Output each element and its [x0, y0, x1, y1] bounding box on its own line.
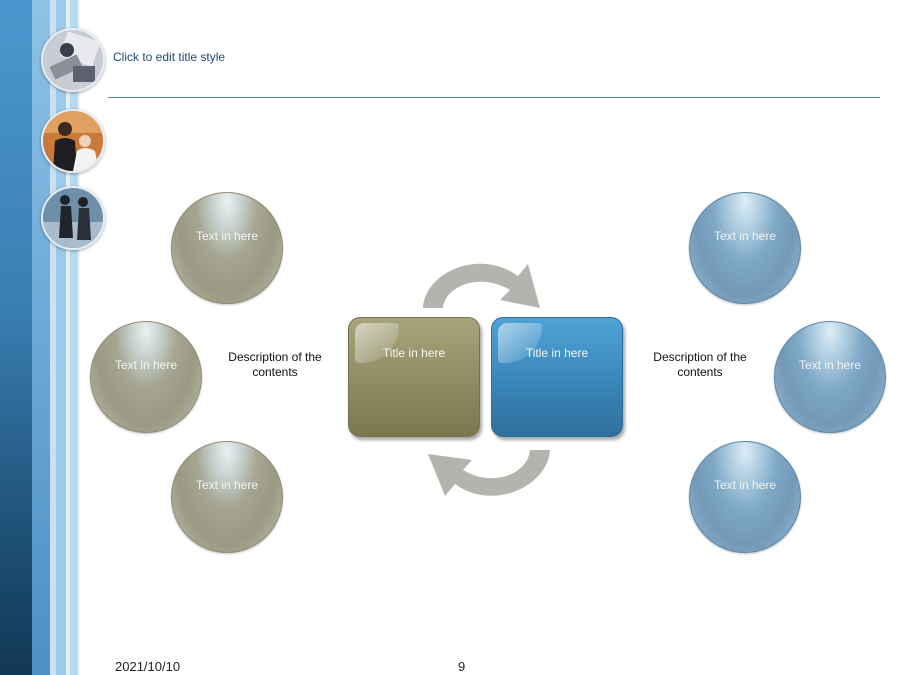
right-sphere-bottom[interactable]: Text in here	[689, 441, 801, 553]
sidebar-stripe	[0, 0, 32, 675]
left-sphere-top[interactable]: Text in here	[171, 192, 283, 304]
box-title: Title in here	[525, 346, 589, 360]
footer-date: 2021/10/10	[115, 659, 181, 674]
sphere-label: Text in here	[713, 478, 777, 492]
cycle-arrow-bottom	[428, 450, 550, 496]
cycle-arrow-top	[423, 263, 540, 308]
photo-thumbnail-1	[41, 28, 105, 92]
right-sphere-top[interactable]: Text in here	[689, 192, 801, 304]
title-underline	[108, 97, 880, 98]
sphere-label: Text in here	[195, 478, 259, 492]
right-description[interactable]: Description of the contents	[653, 350, 747, 379]
right-title-box[interactable]: Title in here	[491, 317, 623, 437]
sphere-label: Text in here	[798, 358, 862, 372]
left-sphere-bottom[interactable]: Text in here	[171, 441, 283, 553]
sphere-label: Text in here	[713, 229, 777, 243]
sidebar-stripe	[56, 0, 66, 675]
cycle-arrows-icon	[423, 263, 550, 496]
sidebar-decoration	[0, 0, 80, 675]
sidebar-stripe	[50, 0, 56, 675]
photo-thumbnail-3	[41, 186, 105, 250]
right-sphere-middle[interactable]: Text in here	[774, 321, 886, 433]
sidebar-stripe	[32, 0, 50, 675]
left-description[interactable]: Description of the contents	[228, 350, 322, 379]
box-title: Title in here	[382, 346, 446, 360]
sidebar-stripe	[78, 0, 80, 675]
page-number: 9	[458, 659, 466, 674]
photo-thumbnail-2	[41, 109, 105, 173]
sphere-label: Text in here	[195, 229, 259, 243]
sidebar-stripe	[66, 0, 70, 675]
slide-title[interactable]: Click to edit title style	[113, 50, 226, 64]
sidebar-stripe	[70, 0, 78, 675]
sphere-label: Text in here	[114, 358, 178, 372]
left-title-box[interactable]: Title in here	[348, 317, 480, 437]
left-sphere-middle[interactable]: Text in here	[90, 321, 202, 433]
